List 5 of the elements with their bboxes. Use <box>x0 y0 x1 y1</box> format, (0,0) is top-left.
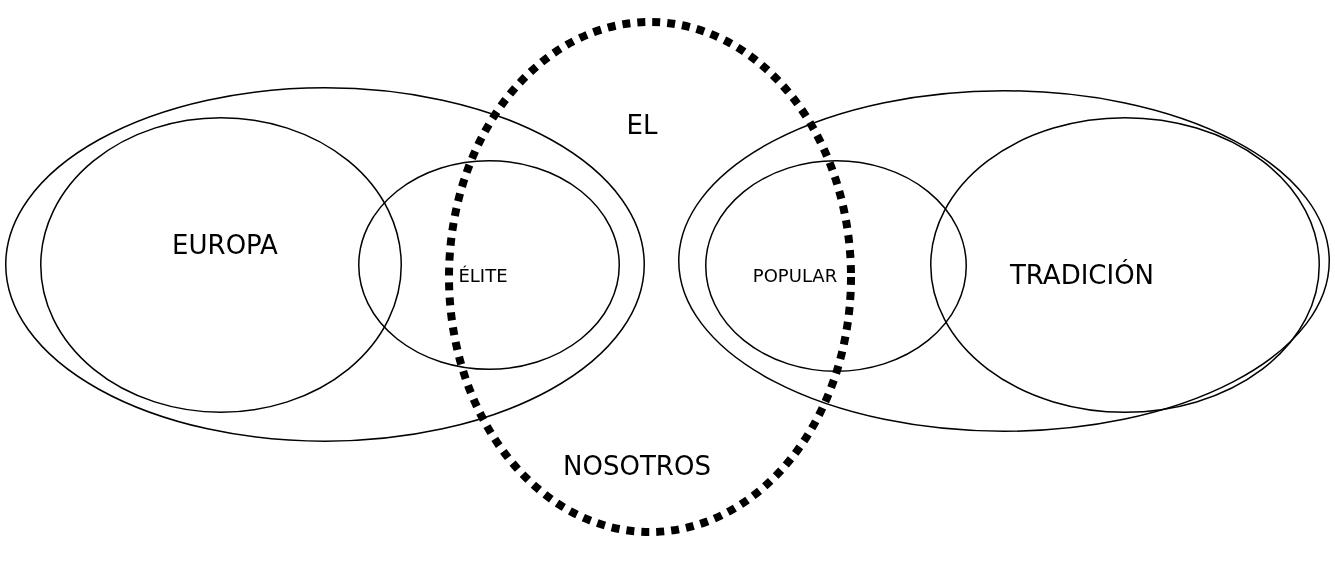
ellipse-label: POPULAR <box>752 267 838 285</box>
ellipse-label: EL <box>626 112 658 138</box>
ellipse-label: NOSOTROS <box>563 453 711 479</box>
ellipse-label: ÉLITE <box>458 267 508 285</box>
ellipse-label: EUROPA <box>172 232 278 258</box>
